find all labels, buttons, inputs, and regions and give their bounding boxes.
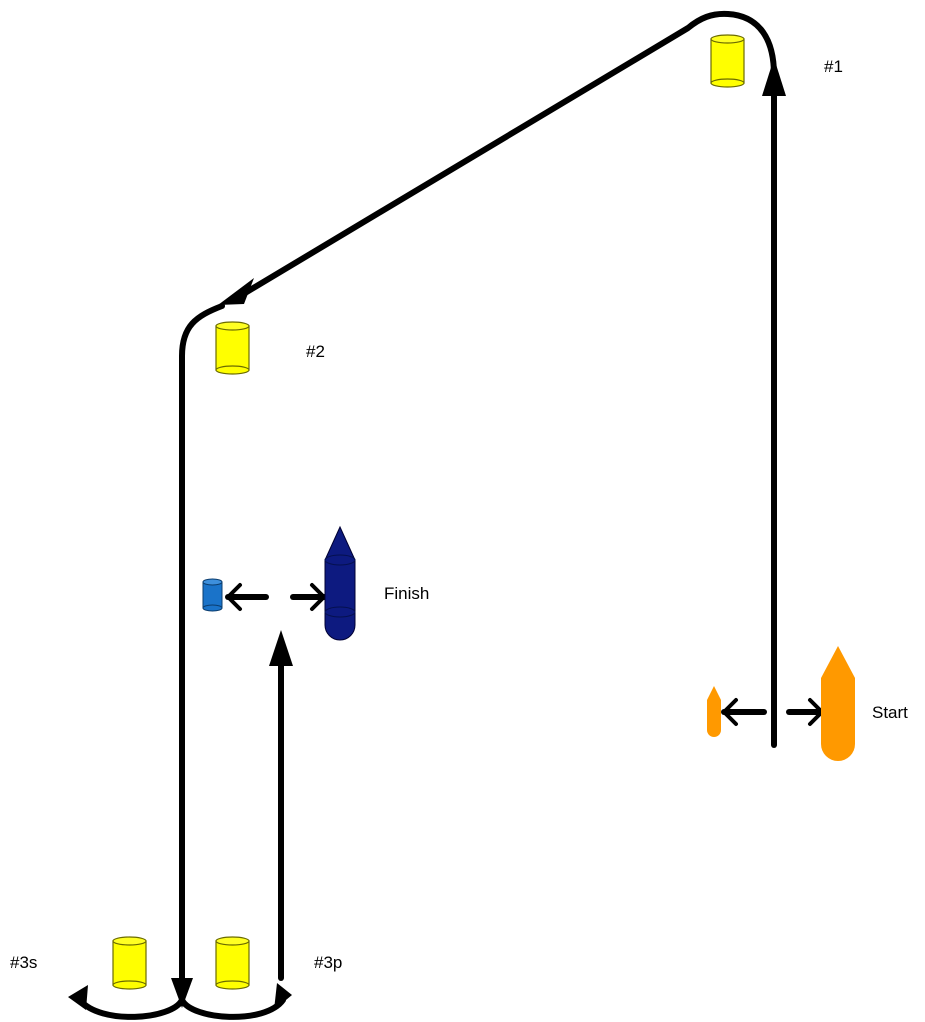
chevron-finish-right (310, 583, 326, 611)
arrowheads (68, 58, 786, 1010)
mark3p-label: #3p (314, 953, 343, 972)
chevron-start-left (722, 698, 738, 726)
arrowhead-up-finish (269, 630, 293, 666)
chevron-heads (226, 583, 824, 726)
mark3p-buoy-icon (215, 936, 250, 990)
arrowhead-gate-port (274, 983, 292, 1010)
finish-label: Finish (384, 584, 430, 603)
mark1-label: #1 (824, 57, 843, 76)
start-boat-icon (821, 646, 855, 761)
arrowhead-to-mark2 (218, 278, 254, 305)
mark1-buoy-icon (710, 34, 745, 88)
finish-boat-icon (324, 525, 356, 641)
mark2-label: #2 (306, 342, 325, 361)
gate-rounding-starboard (77, 997, 185, 1020)
leg-mark1-to-mark2 (237, 10, 777, 299)
arrowhead-up-mark1 (762, 58, 786, 96)
start-label: Start (872, 703, 908, 722)
leg-mark2-to-gate3 (179, 303, 225, 1003)
finish-pin-icon (202, 578, 223, 612)
mark2-buoy-icon (215, 321, 250, 375)
start-pin-icon (707, 686, 721, 737)
mark3s-buoy-icon (112, 936, 147, 990)
gate-rounding-port (179, 997, 286, 1020)
arrowhead-down-gate (171, 978, 193, 1008)
chevron-finish-left (226, 583, 242, 611)
course-path (77, 10, 825, 1020)
mark3s-label: #3s (10, 953, 38, 972)
arrowhead-gate-starboard (68, 985, 88, 1010)
